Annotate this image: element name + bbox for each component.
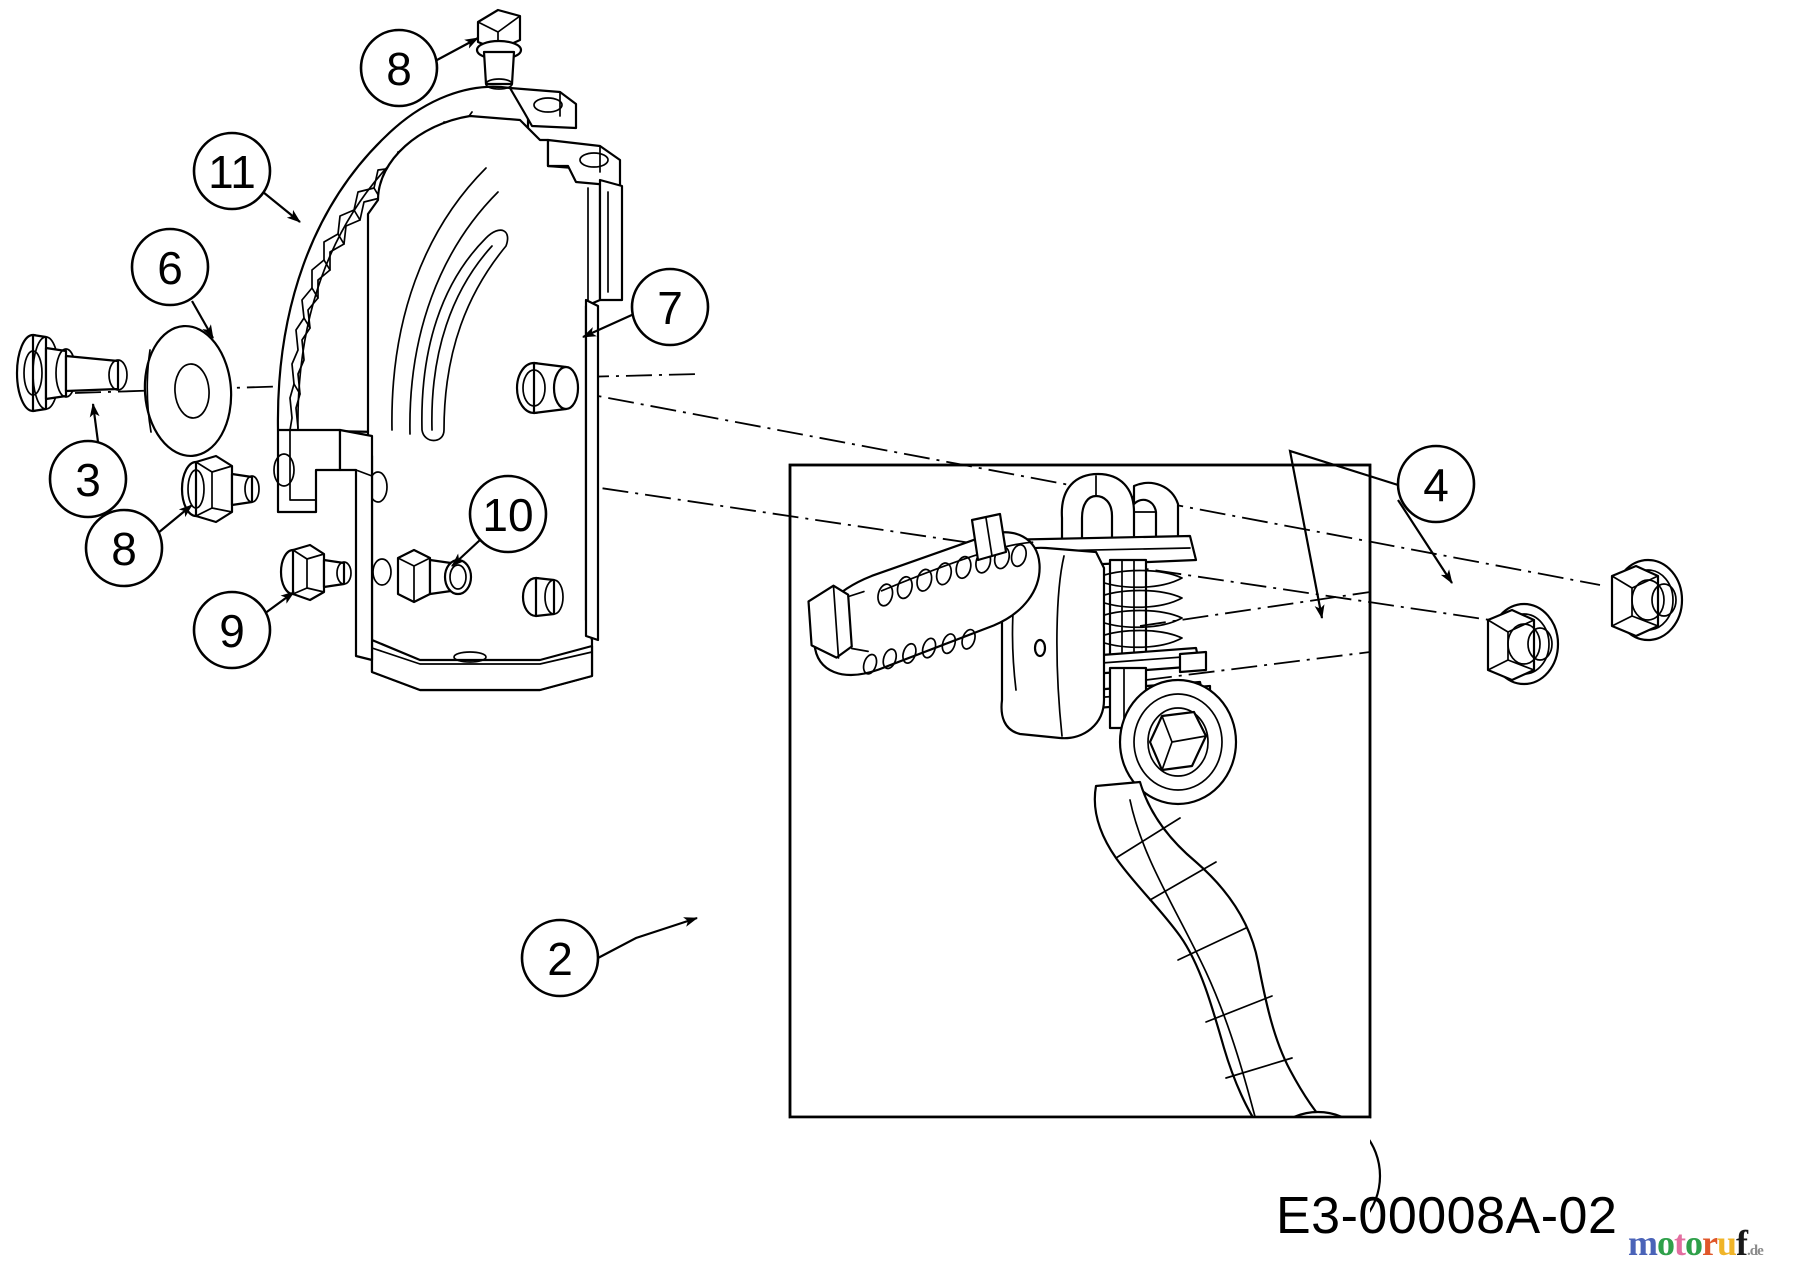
callout-label: 7	[657, 282, 683, 334]
part-flat-washer	[143, 324, 233, 458]
callout-circle[interactable]	[192, 131, 272, 211]
callout-9[interactable]: 9	[192, 590, 272, 670]
callout-6[interactable]: 6	[130, 227, 210, 307]
leader-4-b	[1397, 499, 1453, 584]
leader-2	[597, 916, 698, 959]
part-hex-flange-bolt-top	[475, 8, 523, 90]
leader-8-top	[436, 37, 479, 61]
callout-label: 8	[386, 43, 412, 95]
lever-assembly-detail-box-outline	[788, 463, 1372, 1119]
callout-circle[interactable]	[630, 267, 710, 347]
callout-4[interactable]: 4	[1396, 444, 1476, 524]
callout-label: 2	[547, 933, 573, 985]
callout-circle[interactable]	[1396, 444, 1476, 524]
callout-label: 4	[1423, 459, 1449, 511]
watermark-letter: m	[1628, 1223, 1658, 1263]
leader-11	[262, 191, 301, 223]
callout-circle[interactable]	[130, 227, 210, 307]
callout-label: 8	[111, 523, 137, 575]
callout-label: 10	[482, 489, 533, 541]
ref-line-a	[1139, 591, 1371, 627]
boss-on-plate-upper	[515, 361, 580, 415]
part-hex-flange-screw	[279, 543, 352, 602]
watermark-letter: o	[1657, 1223, 1675, 1263]
boss-on-plate-lower	[521, 576, 564, 618]
part-shoulder-pivot-bolt	[15, 333, 128, 413]
leader-10	[451, 539, 481, 567]
callout-8-left[interactable]: 8	[84, 508, 164, 588]
callout-label: 9	[219, 605, 245, 657]
leader-9	[263, 591, 295, 615]
callout-3[interactable]: 3	[48, 439, 128, 519]
watermark-suffix: .de	[1747, 1243, 1764, 1259]
leader-8-left	[157, 504, 193, 534]
ref-line-b	[1145, 651, 1371, 681]
part-flange-lock-nut-right	[1610, 558, 1684, 642]
part-support-bracket-plate	[273, 114, 624, 692]
part-hex-flange-bolt-left	[180, 454, 260, 524]
motoruf-watermark: motoruf.de	[1628, 1222, 1764, 1264]
callout-7[interactable]: 7	[630, 267, 710, 347]
leader-6	[191, 300, 214, 339]
callout-circle[interactable]	[520, 918, 600, 998]
watermark-letter: u	[1716, 1223, 1737, 1263]
drawing-code-label: E3-00008A-02	[1276, 1187, 1618, 1245]
watermark-letter: t	[1674, 1223, 1686, 1263]
leader-7	[582, 312, 635, 339]
callout-8-top[interactable]: 8	[359, 28, 439, 108]
watermark-letter: f	[1736, 1223, 1748, 1263]
axis-line-mid	[539, 373, 701, 379]
callout-circle[interactable]	[192, 590, 272, 670]
callout-label: 6	[157, 242, 183, 294]
callout-circle[interactable]	[468, 474, 548, 554]
callout-11[interactable]: 11	[192, 131, 272, 211]
callout-2[interactable]: 2	[520, 918, 600, 998]
part-lever-assembly	[807, 472, 1382, 1242]
callout-circle[interactable]	[84, 508, 164, 588]
leader-lines	[89, 37, 1453, 959]
part-shoulder-stud	[396, 548, 473, 604]
part-flange-lock-nut-left	[1486, 602, 1560, 686]
leader-4-a	[1288, 449, 1399, 619]
watermark-letter: o	[1685, 1223, 1703, 1263]
watermark-letter: r	[1702, 1223, 1718, 1263]
watermark-letters: motoruf	[1628, 1223, 1748, 1263]
leader-3	[89, 403, 100, 443]
box-bottom-mask	[790, 1118, 1370, 1272]
callout-circle[interactable]	[48, 439, 128, 519]
callout-label: 3	[75, 454, 101, 506]
callout-circle[interactable]	[359, 28, 439, 108]
callout-10[interactable]: 10	[468, 474, 548, 554]
callout-label: 11	[208, 146, 256, 198]
